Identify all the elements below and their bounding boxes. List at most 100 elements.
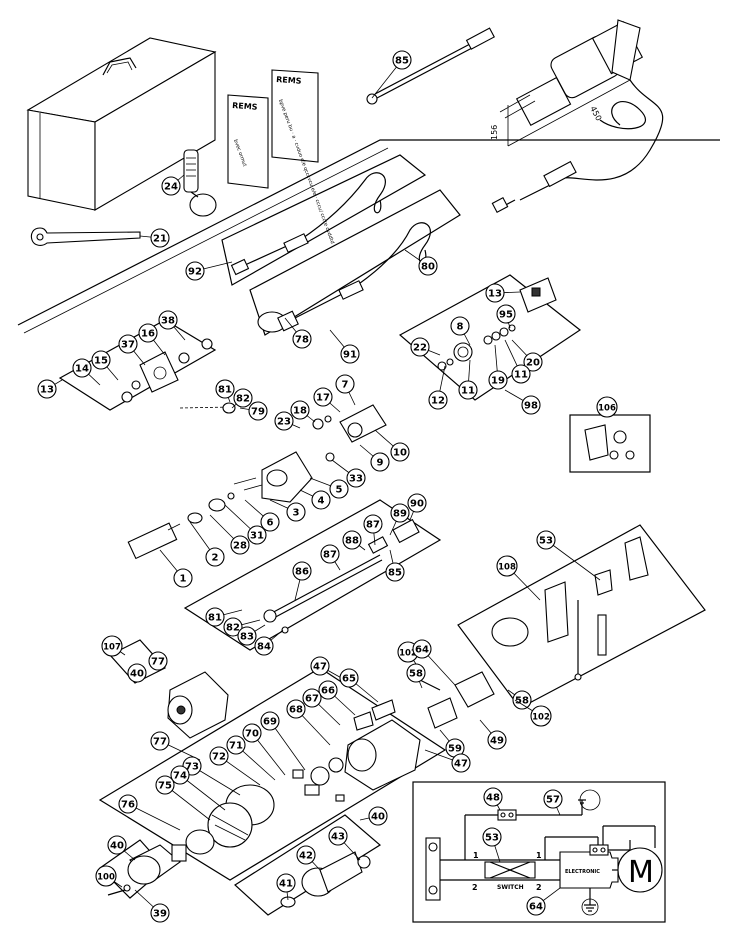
part-callout-85: 85 bbox=[371, 50, 412, 99]
part-callout-37: 37 bbox=[118, 334, 146, 366]
part-callout-89: 89 bbox=[389, 503, 410, 536]
callout-circle bbox=[390, 442, 410, 462]
callout-number: 40 bbox=[130, 669, 144, 680]
callout-number: 86 bbox=[295, 567, 309, 578]
part-callout-108: 108 bbox=[496, 555, 541, 601]
callout-number: 73 bbox=[185, 762, 199, 773]
callout-circle bbox=[127, 663, 147, 683]
callout-circle bbox=[407, 493, 427, 513]
seal-kit-106-frame bbox=[569, 414, 651, 473]
callout-circle bbox=[286, 699, 306, 719]
callout-leader-line bbox=[545, 539, 601, 581]
motor-assembly-107 bbox=[167, 671, 229, 739]
callout-circle bbox=[118, 794, 138, 814]
callout-number: 24 bbox=[164, 182, 178, 193]
callout-number: 40 bbox=[371, 812, 385, 823]
callout-circle bbox=[390, 503, 410, 523]
part-callout-106: 106 bbox=[596, 396, 618, 418]
callout-circle bbox=[296, 845, 316, 865]
part-callout-71: 71 bbox=[226, 735, 276, 781]
callout-number: 68 bbox=[289, 705, 303, 716]
part-callout-59: 59 bbox=[439, 729, 465, 758]
callout-circle bbox=[185, 261, 205, 281]
callout-circle bbox=[150, 903, 170, 923]
part-callout-20: 20 bbox=[511, 339, 543, 372]
gear-housing-parts bbox=[127, 402, 387, 560]
callout-number: 76 bbox=[121, 800, 135, 811]
callout-circle bbox=[254, 636, 274, 656]
part-callout-80: 80 bbox=[404, 249, 438, 276]
callout-circle bbox=[487, 730, 507, 750]
callout-circle bbox=[412, 639, 432, 659]
callout-leader-line bbox=[269, 720, 306, 771]
callout-number: 20 bbox=[526, 358, 540, 369]
part-callout-12: 12 bbox=[428, 365, 448, 410]
callout-circle bbox=[107, 835, 127, 855]
callout-number: 80 bbox=[421, 262, 435, 273]
callout-circle bbox=[247, 525, 267, 545]
part-callout-68: 68 bbox=[286, 699, 331, 746]
part-callout-92: 92 bbox=[185, 261, 233, 281]
callout-number: 69 bbox=[263, 717, 277, 728]
part-callout-48: 48 bbox=[483, 787, 503, 811]
callout-number: 98 bbox=[524, 401, 538, 412]
callout-number: 65 bbox=[342, 674, 356, 685]
callout-circle bbox=[150, 731, 170, 751]
part-callout-87: 87 bbox=[363, 514, 383, 546]
callout-number: 87 bbox=[366, 520, 380, 531]
callout-circle bbox=[406, 663, 426, 683]
callout-number: 11 bbox=[514, 370, 528, 381]
part-callout-98: 98 bbox=[504, 389, 541, 415]
electronic-label: ELECTRONIC bbox=[565, 869, 600, 875]
cable-kit-91-frame bbox=[249, 189, 461, 336]
callout-number: 57 bbox=[546, 795, 560, 806]
part-callout-41: 41 bbox=[276, 873, 296, 901]
callout-number: 15 bbox=[94, 356, 108, 367]
part-callout-87: 87 bbox=[320, 544, 341, 571]
callout-circle bbox=[233, 388, 253, 408]
callout-number: 77 bbox=[153, 737, 167, 748]
part-callout-64: 64 bbox=[526, 887, 561, 916]
callout-circle bbox=[392, 50, 412, 70]
callout-circle bbox=[286, 502, 306, 522]
motor-kit-107-frame bbox=[109, 639, 166, 684]
part-callout-70: 70 bbox=[242, 723, 286, 776]
callout-number: 91 bbox=[343, 350, 357, 361]
callout-number: 58 bbox=[515, 696, 529, 707]
part-callout-40: 40 bbox=[359, 806, 388, 826]
callout-number: 18 bbox=[293, 406, 307, 417]
callout-number: 102 bbox=[399, 649, 417, 659]
part-callout-58: 58 bbox=[406, 663, 426, 689]
callout-circle bbox=[311, 490, 331, 510]
callout-number: 53 bbox=[539, 536, 553, 547]
callout-number: 41 bbox=[279, 879, 293, 890]
callout-number: 47 bbox=[313, 662, 327, 673]
callout-circle bbox=[173, 568, 193, 588]
callout-circle bbox=[155, 775, 175, 795]
part-callout-73: 73 bbox=[182, 756, 241, 796]
callout-number: 100 bbox=[97, 873, 115, 883]
callout-circle bbox=[340, 344, 360, 364]
callout-circle bbox=[385, 562, 405, 582]
part-callout-53: 53 bbox=[536, 530, 601, 581]
callout-number: 82 bbox=[226, 623, 240, 634]
callout-circle bbox=[248, 401, 268, 421]
callout-circle bbox=[342, 530, 362, 550]
instruction-manual-left: REMS bvec ormut bbox=[227, 94, 269, 189]
callout-number: 67 bbox=[305, 694, 319, 705]
manual-right-title: REMS bbox=[276, 75, 302, 86]
callout-circle bbox=[485, 283, 505, 303]
callout-number: 49 bbox=[490, 736, 504, 747]
callout-circle bbox=[118, 334, 138, 354]
callout-circle bbox=[313, 387, 333, 407]
armature-39-assembly bbox=[99, 839, 187, 899]
callout-number: 2 bbox=[212, 553, 219, 564]
part-callout-72: 72 bbox=[209, 746, 261, 786]
callout-circle bbox=[329, 479, 349, 499]
callout-circle bbox=[237, 626, 257, 646]
callout-circle bbox=[205, 607, 225, 627]
callout-number: 21 bbox=[153, 234, 167, 245]
part-callout-49: 49 bbox=[479, 719, 507, 750]
part-callout-83: 83 bbox=[237, 624, 266, 646]
